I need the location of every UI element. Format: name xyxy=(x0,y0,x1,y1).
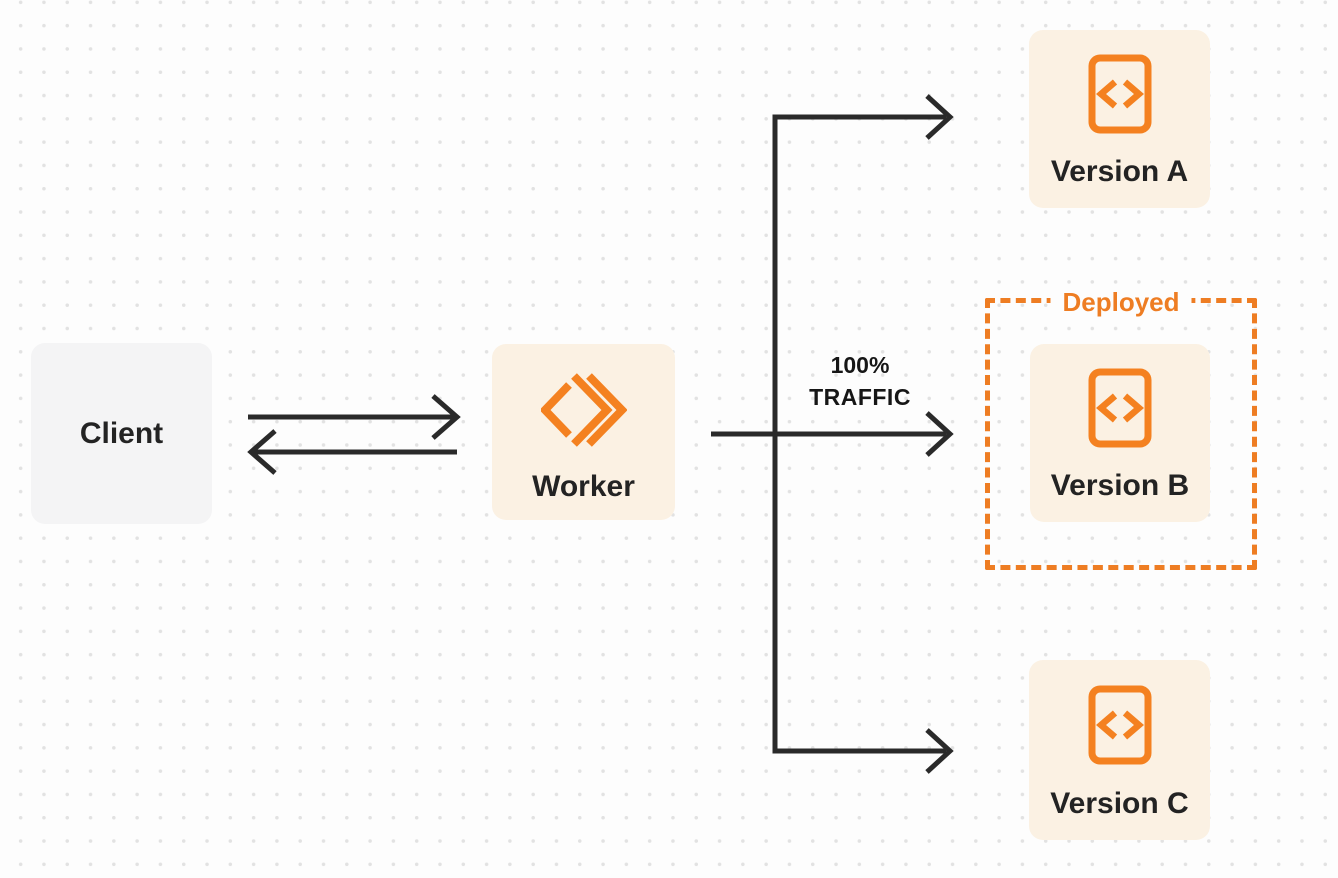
code-file-outline xyxy=(1088,368,1152,448)
workers-logo-chevron-1 xyxy=(570,373,613,447)
code-file-outline xyxy=(1088,54,1151,134)
code-chevron-left xyxy=(1096,393,1118,423)
deployed-label: Deployed xyxy=(1050,287,1192,317)
code-file-icon xyxy=(1088,368,1152,448)
client-node: Client xyxy=(31,343,212,524)
arrow-client-to-worker-head xyxy=(431,394,461,440)
worker-label: Worker xyxy=(532,470,635,503)
arrowhead-version-c xyxy=(925,728,954,774)
version-b-label: Version B xyxy=(1050,469,1190,502)
arrowhead-version-a xyxy=(925,94,954,140)
code-file-icon xyxy=(1088,685,1151,765)
traffic-annotation: 100% TRAFFIC xyxy=(775,349,945,413)
version-c-label: Version C xyxy=(1050,787,1189,820)
version-c-node: Version C xyxy=(1029,660,1210,840)
code-chevron-right xyxy=(1122,79,1144,109)
traffic-percent-text: 100% xyxy=(830,352,890,378)
code-chevron-left xyxy=(1095,79,1117,109)
code-file-icon xyxy=(1088,54,1151,134)
code-file-outline xyxy=(1088,685,1151,765)
version-b-node: Version B xyxy=(1030,344,1210,522)
version-a-label: Version A xyxy=(1050,155,1189,188)
code-chevron-right xyxy=(1122,710,1144,740)
arrow-worker-to-client-head xyxy=(247,429,277,475)
arrowhead-version-b xyxy=(925,411,954,457)
code-chevron-right xyxy=(1122,393,1144,423)
code-chevron-left xyxy=(1095,710,1117,740)
workers-logo-left-bracket xyxy=(540,382,572,438)
deployed-region: Deployed xyxy=(985,287,1257,570)
worker-node: Worker xyxy=(492,344,675,520)
workers-logo-chevron-2 xyxy=(585,373,627,447)
client-label: Client xyxy=(79,416,164,450)
version-a-node: Version A xyxy=(1029,30,1210,208)
workers-logo-icon xyxy=(540,373,627,447)
traffic-word-text: TRAFFIC xyxy=(809,384,911,410)
traffic-branch-line xyxy=(772,114,946,754)
